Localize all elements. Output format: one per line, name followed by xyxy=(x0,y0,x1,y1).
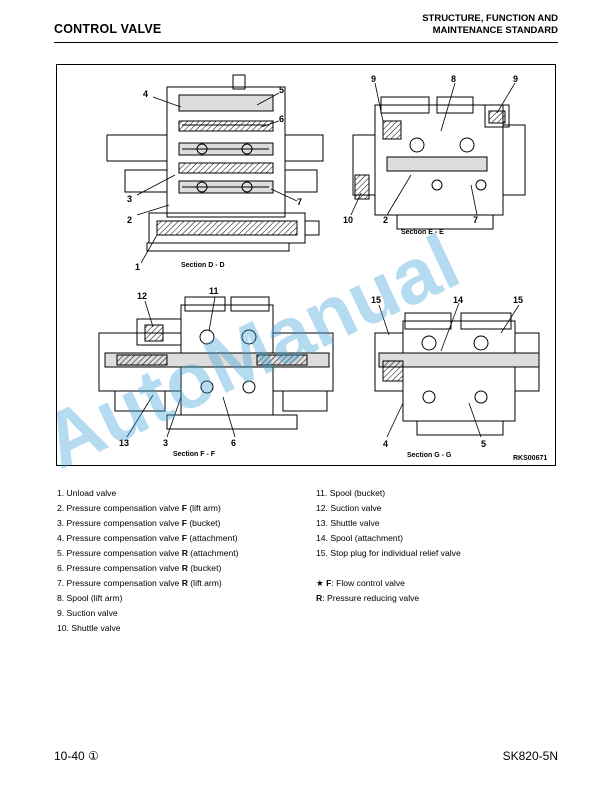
section-dd-leaders xyxy=(136,92,298,264)
callout-dd-1: 1 xyxy=(135,262,140,272)
section-ee-leaders xyxy=(350,82,516,216)
legend-item-12: 12. Suction valve xyxy=(316,503,382,513)
section-ff-drawing xyxy=(98,296,334,430)
figure-code: RKS00671 xyxy=(513,455,547,462)
legend-left-column: 1. Unload valve 2. Pressure compensation… xyxy=(57,486,239,636)
legend-item-4: 4. Pressure compensation valve F (attach… xyxy=(57,533,238,543)
legend-item-6: 6. Pressure compensation valve R (bucket… xyxy=(57,563,222,573)
legend-item-14: 14. Spool (attachment) xyxy=(316,533,403,543)
callout-dd-7: 7 xyxy=(297,197,302,207)
callout-gg-5: 5 xyxy=(481,439,486,449)
model-name: SK820-5N xyxy=(502,749,558,763)
legend-item-11: 11. Spool (bucket) xyxy=(316,488,386,498)
callout-ff-3: 3 xyxy=(163,438,168,448)
section-heading-line1: STRUCTURE, FUNCTION AND xyxy=(422,13,558,24)
callout-ee-7: 7 xyxy=(473,215,478,225)
section-gg-drawing xyxy=(374,312,540,436)
callout-dd-5: 5 xyxy=(279,85,284,95)
legend-item-3: 3. Pressure compensation valve F (bucket… xyxy=(57,518,221,528)
callout-ee-9-left: 9 xyxy=(371,74,376,84)
callout-dd-6: 6 xyxy=(279,114,284,124)
callout-ff-12: 12 xyxy=(137,291,147,301)
page-number: 10-40 ① xyxy=(54,749,99,763)
legend-item-7: 7. Pressure compensation valve R (lift a… xyxy=(57,578,222,588)
control-valve-figure: 4 5 6 3 2 7 1 Section D - D xyxy=(56,64,556,466)
legend-item-1: 1. Unload valve xyxy=(57,488,117,498)
callout-ff-13: 13 xyxy=(119,438,129,448)
callout-ee-2: 2 xyxy=(383,215,388,225)
legend-item-5: 5. Pressure compensation valve R (attach… xyxy=(57,548,239,558)
legend-note-flow-control: ★ F: Flow control valve xyxy=(316,578,405,588)
callout-ee-10: 10 xyxy=(343,215,353,225)
section-dd-caption: Section D - D xyxy=(181,262,225,269)
section-ee-drawing xyxy=(352,96,526,230)
legend-item-9: 9. Suction valve xyxy=(57,608,118,618)
section-heading: STRUCTURE, FUNCTION AND MAINTENANCE STAN… xyxy=(422,13,558,37)
section-heading-line2: MAINTENANCE STANDARD xyxy=(432,25,558,36)
legend-item-13: 13. Shuttle valve xyxy=(316,518,380,528)
callout-ff-11: 11 xyxy=(209,286,219,296)
section-ee-caption: Section E - E xyxy=(401,229,444,236)
callout-gg-14: 14 xyxy=(453,295,463,305)
legend-item-15: 15. Stop plug for individual relief valv… xyxy=(316,548,461,558)
callout-gg-15-right: 15 xyxy=(513,295,523,305)
section-gg-leaders xyxy=(378,302,520,438)
sectional-drawings: 4 5 6 3 2 7 1 Section D - D xyxy=(98,74,547,462)
page-title: CONTROL VALVE xyxy=(54,22,162,36)
section-ff-caption: Section F - F xyxy=(173,451,216,458)
legend-item-8: 8. Spool (lift arm) xyxy=(57,593,123,603)
callout-gg-15-left: 15 xyxy=(371,295,381,305)
legend-note-pressure-reducing: R: Pressure reducing valve xyxy=(316,593,420,603)
header-rule xyxy=(54,42,558,43)
section-ff-leaders xyxy=(126,296,236,438)
callout-dd-4: 4 xyxy=(143,89,148,99)
section-dd-drawing xyxy=(106,74,324,252)
legend-right-column: 11. Spool (bucket) 12. Suction valve 13.… xyxy=(316,486,461,606)
legend-item-2: 2. Pressure compensation valve F (lift a… xyxy=(57,503,221,513)
callout-ff-6: 6 xyxy=(231,438,236,448)
section-gg-caption: Section G - G xyxy=(407,452,452,459)
callout-dd-2: 2 xyxy=(127,215,132,225)
callout-ee-9-right: 9 xyxy=(513,74,518,84)
callout-gg-4: 4 xyxy=(383,439,388,449)
callout-ee-8: 8 xyxy=(451,74,456,84)
callout-dd-3: 3 xyxy=(127,194,132,204)
legend-item-10: 10. Shuttle valve xyxy=(57,623,121,633)
